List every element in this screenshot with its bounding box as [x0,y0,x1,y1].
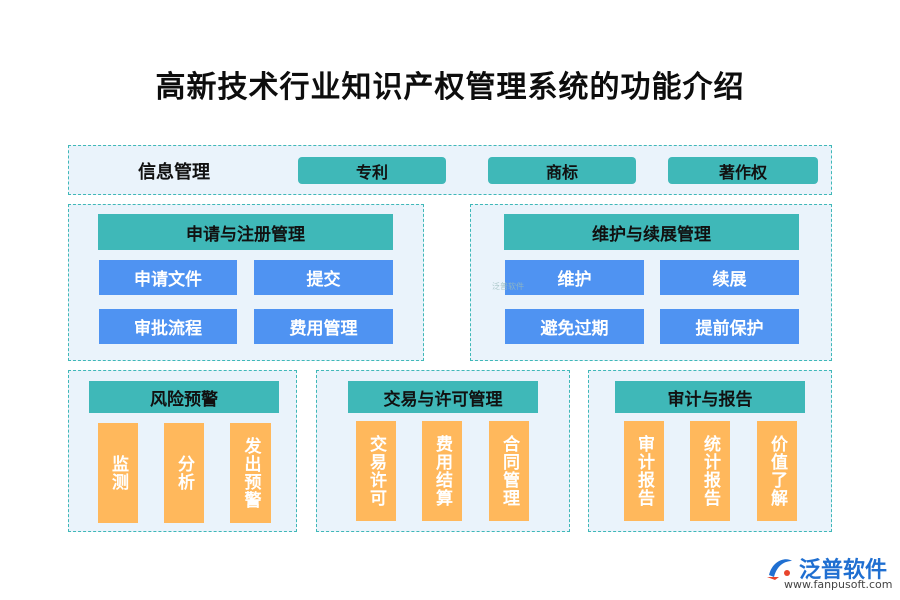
watermark-logo: 泛普软件 [492,282,524,291]
trade-item-contract-management: 合同管理 [489,421,529,521]
maintain-item-avoid-expiry: 避免过期 [505,309,644,344]
apply-register-header: 申请与注册管理 [98,214,393,250]
trade-item-fee-settlement: 费用结算 [422,421,462,521]
audit-item-statistics-report: 统计报告 [690,421,730,521]
brand-url: www.fanpusoft.com [784,578,893,591]
apply-item-submit: 提交 [254,260,393,295]
page-title: 高新技术行业知识产权管理系统的功能介绍 [155,70,745,105]
risk-item-issue-warning: 发出预警 [230,423,271,523]
info-item-copyright: 著作权 [668,157,818,184]
risk-item-analyze: 分析 [164,423,204,523]
maintain-item-renew: 续展 [660,260,799,295]
info-management-label: 信息管理 [138,162,210,183]
brand-name: 泛普软件 [799,558,888,583]
apply-item-documents: 申请文件 [99,260,237,295]
info-item-patent: 专利 [298,157,446,184]
risk-warning-header: 风险预警 [89,381,279,413]
trade-license-header: 交易与许可管理 [348,381,538,413]
maintain-item-maintain: 维护 [505,260,644,295]
brand-logo: 泛普软件 [765,552,887,584]
maintain-renew-header: 维护与续展管理 [504,214,799,250]
trade-item-license: 交易许可 [356,421,396,521]
audit-report-header: 审计与报告 [615,381,805,413]
maintain-item-early-protection: 提前保护 [660,309,799,344]
info-item-trademark: 商标 [488,157,636,184]
audit-item-value-insight: 价值了解 [757,421,797,521]
apply-item-approval-flow: 审批流程 [99,309,237,344]
risk-item-monitor: 监测 [98,423,138,523]
audit-item-audit-report: 审计报告 [624,421,664,521]
apply-item-fee-management: 费用管理 [254,309,393,344]
fanpu-logo-icon [767,559,792,580]
